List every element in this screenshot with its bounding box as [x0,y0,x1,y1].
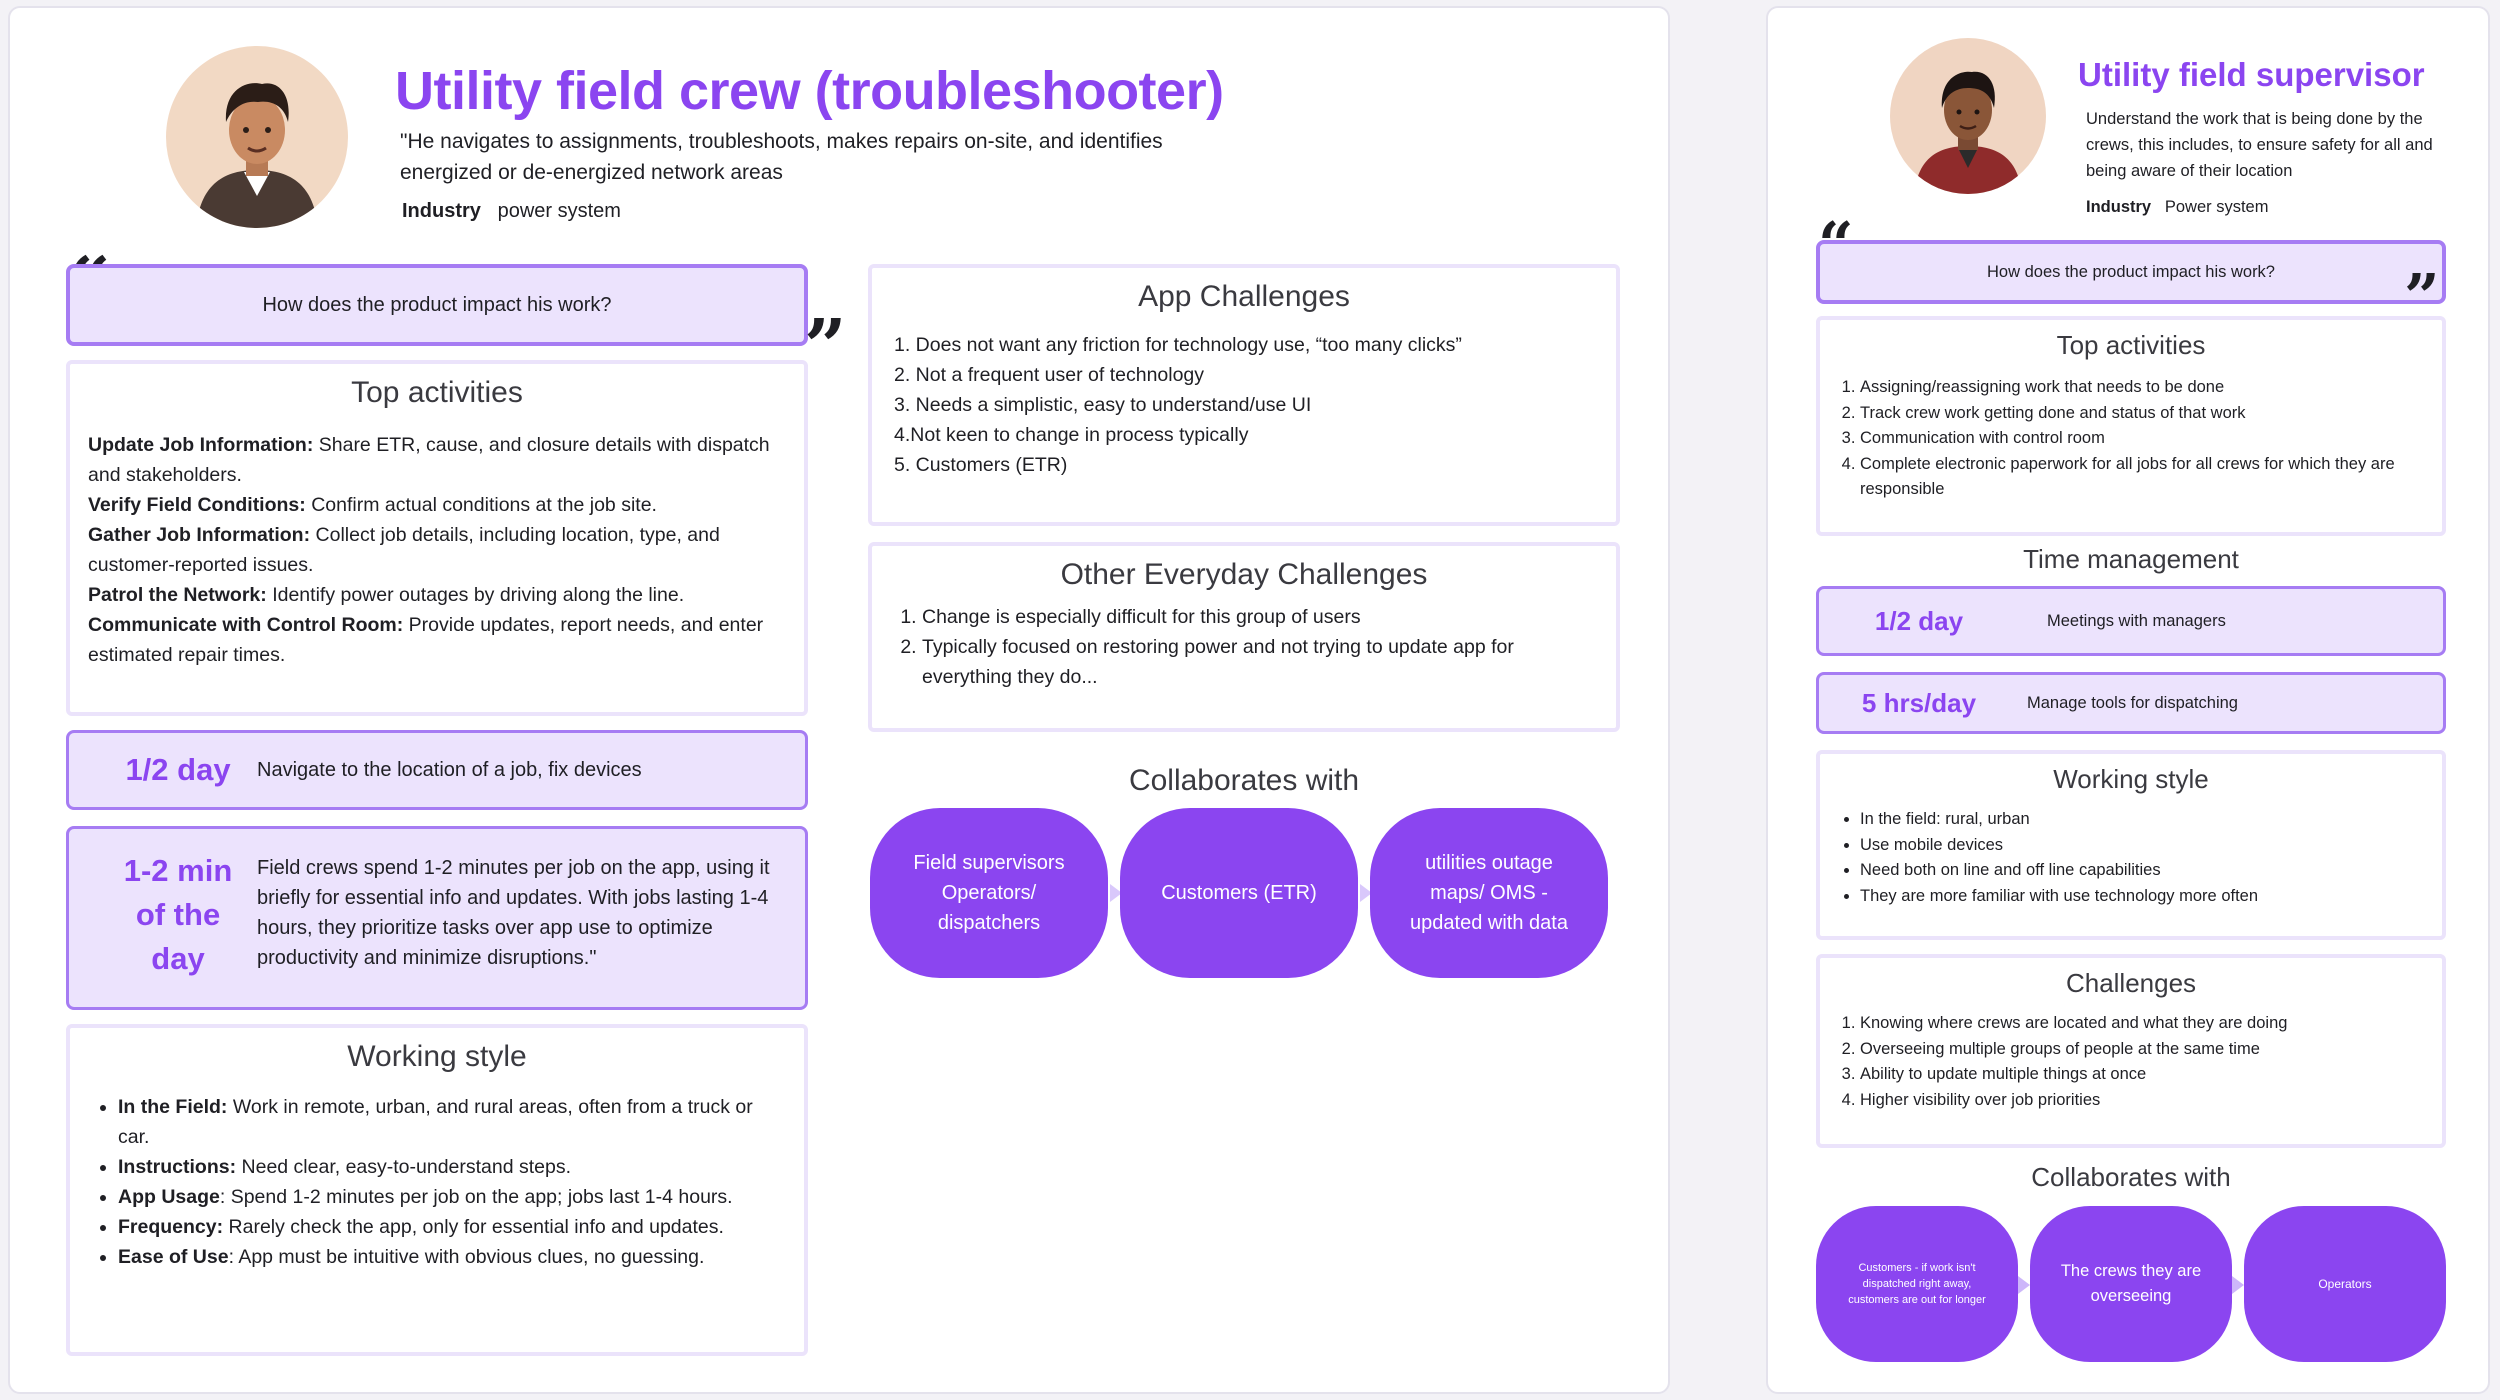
list-item: Use mobile devices [1860,833,2422,859]
list-item: Instructions: Need clear, easy-to-unders… [118,1152,786,1182]
crew-industry-label: Industry [402,200,481,222]
supervisor-title: Utility field supervisor [2078,56,2425,93]
crew-app-challenges-title: App Challenges [1138,280,1350,313]
crew-time-2-text: Field crews spend 1-2 minutes per job on… [257,857,770,969]
list-item: Knowing where crews are located and what… [1860,1011,2422,1037]
supervisor-time-2-text: Manage tools for dispatching [2027,694,2238,712]
supervisor-collaborator-customers: Customers - if work isn't dispatched rig… [1816,1206,2018,1362]
supervisor-time-1-text: Meetings with managers [2047,612,2226,630]
supervisor-challenges-title: Challenges [2065,968,2197,998]
crew-collaborator-field-supervisors: Field supervisors Operators/ dispatchers [870,808,1108,978]
list-item: In the Field: Work in remote, urban, and… [118,1092,786,1152]
crew-other-challenges-list: Change is especially difficult for this … [872,592,1616,692]
supervisor-top-activities-title: Top activities [2056,330,2206,360]
list-item: Overseeing multiple groups of people at … [1860,1037,2422,1063]
list-item: In the field: rural, urban [1860,807,2422,833]
supervisor-industry: Industry Power system [2086,198,2268,217]
arrow-right-icon [2018,1276,2030,1294]
list-item: Gather Job Information: Collect job deta… [88,524,720,576]
list-item: Update Job Information: Share ETR, cause… [88,434,770,486]
supervisor-collaborator-operators: Operators [2244,1206,2446,1362]
crew-top-activities-list: Update Job Information: Share ETR, cause… [70,410,804,670]
crew-industry-value: power system [497,200,621,222]
supervisor-persona-panel: Utility field supervisor Understand the … [1766,6,2490,1394]
supervisor-impact-question-box: How does the product impact his work? [1816,240,2446,304]
crew-industry: Industry power system [402,200,621,223]
crew-working-style-list: In the Field: Work in remote, urban, and… [70,1074,804,1272]
list-item: They are more familiar with use technolo… [1860,884,2422,910]
supervisor-avatar-illustration [1914,71,2022,194]
arrow-right-icon [1360,884,1372,902]
list-item: Ease of Use: App must be intuitive with … [118,1242,786,1272]
supervisor-industry-value: Power system [2164,198,2269,216]
crew-working-style-title: Working style [347,1040,527,1073]
supervisor-collaborator-crews: The crews they are overseeing [2030,1206,2232,1362]
crew-app-challenges-list: 1. Does not want any friction for techno… [872,314,1616,480]
crew-other-challenges-card: Other Everyday Challenges Change is espe… [868,542,1620,732]
list-item: 3. Needs a simplistic, easy to understan… [894,394,1312,416]
crew-time-row-2: 1-2 min of the day Field crews spend 1-2… [66,826,808,1010]
list-item: 2. Not a frequent user of technology [894,364,1205,386]
crew-top-activities-title: Top activities [351,376,523,409]
crew-avatar-illustration [196,83,318,228]
crew-other-challenges-title: Other Everyday Challenges [1060,558,1428,591]
supervisor-top-activities-card: Top activities Assigning/reassigning wor… [1816,316,2446,536]
list-item: Patrol the Network: Identify power outag… [88,584,685,606]
crew-avatar [166,46,348,228]
supervisor-time-row-1: 1/2 day Meetings with managers [1816,586,2446,656]
crew-time-1-text: Navigate to the location of a job, fix d… [257,759,642,781]
supervisor-impact-question: How does the product impact his work? [1987,262,2275,281]
supervisor-challenges-card: Challenges Knowing where crews are locat… [1816,954,2446,1148]
supervisor-time-2-value: 5 hrs/day [1861,688,1977,718]
crew-impact-question: How does the product impact his work? [262,293,612,316]
crew-quote-close-icon: ” [804,304,847,390]
supervisor-avatar [1890,38,2046,194]
crew-collaborates-title: Collaborates with [1128,764,1360,797]
supervisor-challenges-list: Knowing where crews are located and what… [1820,999,2442,1113]
list-item: Communication with control room [1860,426,2422,452]
supervisor-time-row-2: 5 hrs/day Manage tools for dispatching [1816,672,2446,734]
supervisor-working-style-list: In the field: rural, urban Use mobile de… [1820,795,2442,909]
arrow-right-icon [2232,1276,2244,1294]
list-item: Change is especially difficult for this … [922,602,1592,632]
crew-persona-panel: Utility field crew (troubleshooter) "He … [8,6,1670,1394]
crew-description: "He navigates to assignments, troublesho… [400,130,1163,184]
supervisor-working-style-card: Working style In the field: rural, urban… [1816,750,2446,940]
list-item: Frequency: Rarely check the app, only fo… [118,1212,786,1242]
list-item: Higher visibility over job priorities [1860,1088,2422,1114]
crew-app-challenges-card: App Challenges 1. Does not want any fric… [868,264,1620,526]
list-item: 1. Does not want any friction for techno… [894,334,1462,356]
supervisor-description: Understand the work that is being done b… [2086,110,2433,180]
crew-title: Utility field crew (troubleshooter) [395,61,1224,121]
crew-time-1-value: 1/2 day [125,752,231,787]
supervisor-time-management-title: Time management [2023,544,2239,574]
supervisor-time-1-value: 1/2 day [1874,606,1964,636]
crew-collaborator-outage-maps: utilities outage maps/ OMS - updated wit… [1370,808,1608,978]
list-item: Assigning/reassigning work that needs to… [1860,375,2422,401]
list-item: Typically focused on restoring power and… [922,632,1592,692]
list-item: Verify Field Conditions: Confirm actual … [88,494,657,516]
list-item: Ability to update multiple things at onc… [1860,1062,2422,1088]
crew-working-style-card: Working style In the Field: Work in remo… [66,1024,808,1356]
crew-time-row-1: 1/2 day Navigate to the location of a jo… [66,730,808,810]
supervisor-top-activities-list: Assigning/reassigning work that needs to… [1820,361,2442,503]
list-item: 4.Not keen to change in process typicall… [894,424,1249,446]
crew-top-activities-card: Top activities Update Job Information: S… [66,360,808,716]
supervisor-working-style-title: Working style [2053,764,2209,794]
list-item: Communicate with Control Room: Provide u… [88,614,764,666]
crew-impact-question-box: How does the product impact his work? [66,264,808,346]
list-item: Track crew work getting done and status … [1860,401,2422,427]
crew-collaborator-customers: Customers (ETR) [1120,808,1358,978]
list-item: Complete electronic paperwork for all jo… [1860,452,2422,503]
crew-time-2-value: 1-2 min of the day [123,853,233,976]
arrow-right-icon [1110,884,1122,902]
supervisor-collaborates-title: Collaborates with [2031,1162,2231,1192]
list-item: App Usage: Spend 1-2 minutes per job on … [118,1182,786,1212]
list-item: Need both on line and off line capabilit… [1860,858,2422,884]
list-item: 5. Customers (ETR) [894,454,1068,476]
supervisor-industry-label: Industry [2086,198,2152,216]
